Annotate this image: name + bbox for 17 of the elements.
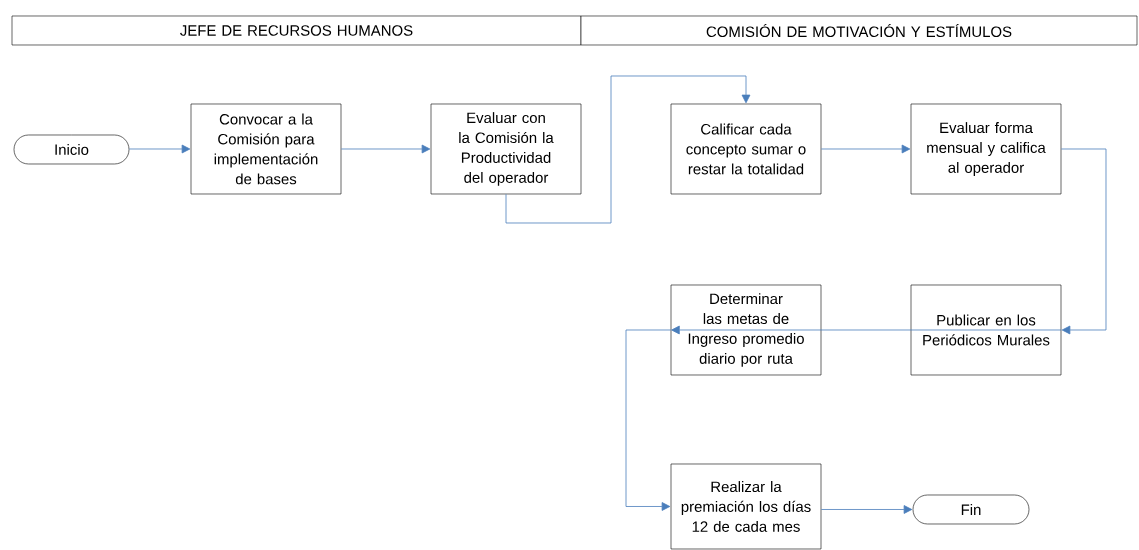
lane-header: JEFE DE RECURSOS HUMANOS	[11, 15, 582, 46]
arrow	[820, 144, 911, 154]
arrow	[625, 329, 672, 511]
arrow	[505, 75, 751, 224]
arrow	[820, 505, 913, 514]
lane-header: COMISIÓN DE MOTIVACIÓN Y ESTÍMULOS	[580, 15, 1138, 46]
arrow	[1060, 148, 1107, 335]
process-box: Convocar a la Comisión para implementación de bases	[190, 103, 342, 195]
process-box: Calificar cada concepto sumar o restar la totalidad	[670, 103, 822, 195]
process-box: Realizar la premiación los días 12 de cada mes	[670, 463, 822, 550]
process-box: Evaluar con la Comisión la Productividad del operador	[430, 103, 582, 195]
process-box: Determinar las metas de Ingreso promedio diario por ruta	[670, 284, 822, 376]
process-box: Evaluar forma mensual y califica al operador	[910, 103, 1062, 195]
arrow	[340, 144, 431, 154]
arrow	[128, 144, 191, 154]
arrow	[671, 325, 1062, 335]
process-box: Publicar en los Periódicos Murales	[910, 284, 1062, 376]
